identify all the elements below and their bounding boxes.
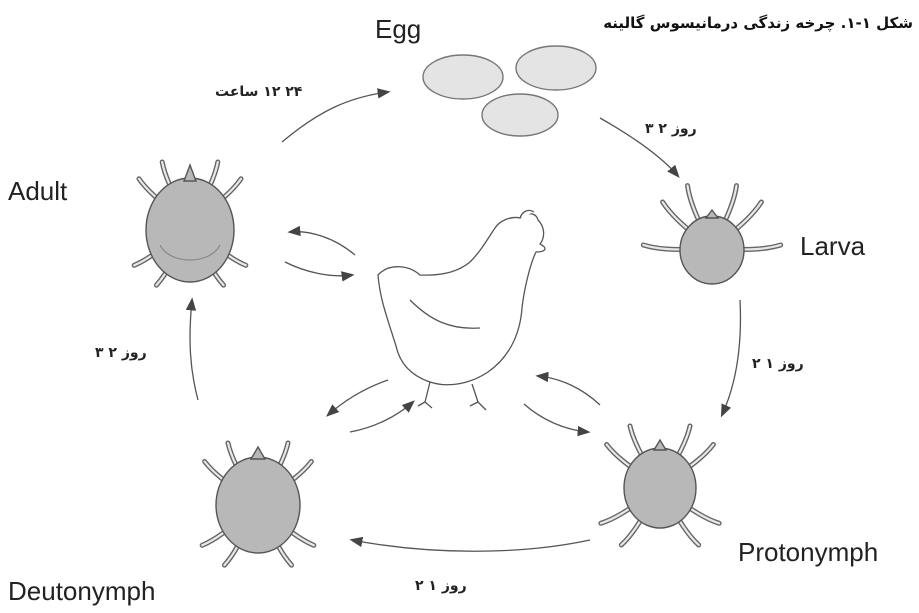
egg-cluster (423, 46, 596, 136)
arrow-larva-to-protonymph (722, 300, 740, 415)
mite-protonymph (598, 426, 722, 545)
hen-illustration (378, 210, 545, 410)
mite-deutonymph (197, 443, 319, 565)
stage-label-egg: Egg (375, 14, 421, 44)
arrow-protonymph-to-deutonymph (352, 540, 590, 551)
duration-egg-to-larva: ۳ ۲ روز (645, 121, 697, 137)
stage-label-protonymph: Protonymph (738, 537, 878, 567)
duration-larva-to-protonymph: ۲ ۱ روز (752, 356, 804, 372)
stage-label-deutonymph: Deutonymph (8, 576, 155, 606)
egg-shape (423, 55, 503, 99)
arrow-hen-to-adult (290, 232, 355, 255)
stage-label-adult: Adult (8, 176, 68, 206)
egg-shape (482, 94, 558, 136)
egg-shape (516, 46, 596, 90)
arrow-hen-to-deutonymph (328, 380, 388, 415)
duration-deutonymph-to-adult: ۳ ۲ روز (95, 345, 147, 361)
stage-label-larva: Larva (800, 231, 866, 261)
mite-larva (643, 186, 780, 284)
arrow-deutonymph-to-hen (350, 402, 413, 432)
duration-protonymph-to-deutonymph: ۲ ۱ روز (415, 578, 467, 594)
arrow-protonymph-to-hen (538, 376, 600, 405)
arrow-deutonymph-to-adult (190, 300, 198, 400)
arrow-hen-to-protonymph (524, 404, 588, 432)
mite-adult (129, 162, 251, 285)
duration-adult-to-egg: ۲۴ ۱۲ ساعت (215, 84, 303, 100)
arrow-adult-to-hen (285, 262, 352, 276)
